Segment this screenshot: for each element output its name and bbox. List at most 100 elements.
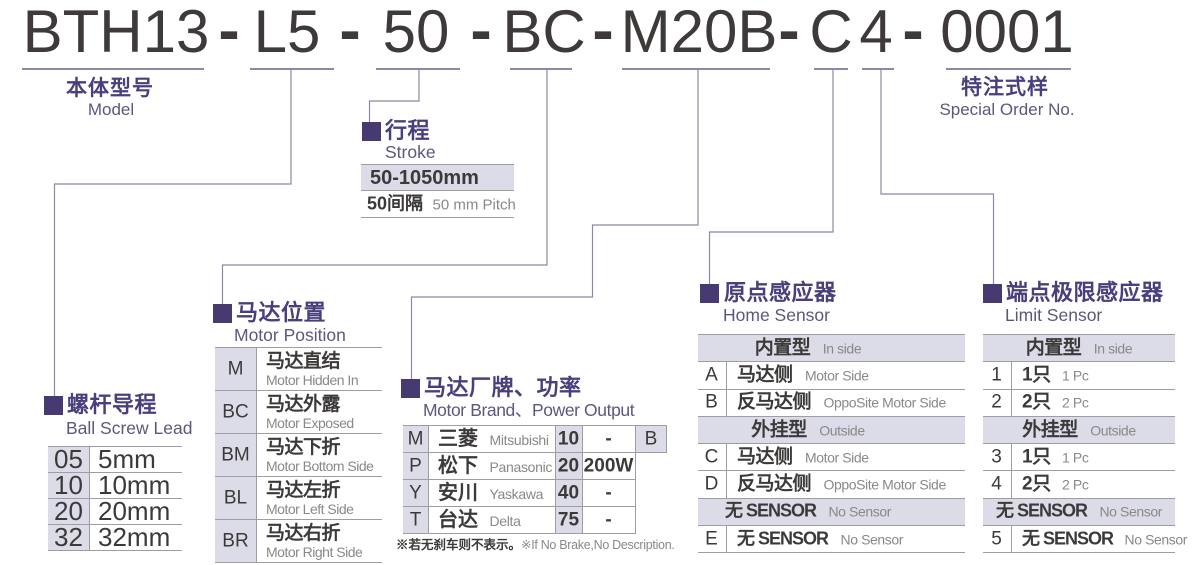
code-separator: - — [339, 0, 361, 66]
stroke-pitch-zh: 50间隔 — [367, 193, 424, 214]
brand-name-zh: 安川 — [438, 481, 478, 504]
note-text-en: ※If No Brake,No Description. — [521, 538, 675, 552]
underline-series — [22, 68, 204, 70]
motor-brand-cell: 安川 Yaskawa — [438, 483, 543, 503]
grid-line-h — [983, 334, 1175, 336]
motor-position-cell: 马达直结 Motor Hidden In — [266, 352, 359, 388]
power-value: - — [605, 428, 612, 449]
special-order-label-zh: 特注式样 — [961, 76, 1049, 99]
underline-motor-brand — [622, 68, 770, 70]
motor-position-code: BM — [221, 444, 250, 465]
motor-brand-cell: 松下 Panasonic — [438, 456, 552, 476]
cell-text-zh: 无 SENSOR — [724, 500, 817, 521]
code-segment-stroke: 50 — [382, 0, 450, 65]
grid-line-h — [403, 479, 636, 481]
underline-limit-sensor — [862, 68, 894, 70]
cell-shade — [698, 415, 965, 443]
cell-text-zh: 无 SENSOR — [995, 500, 1088, 521]
cell-text-en: 1 Pc — [1062, 449, 1089, 465]
code-segment-series: BTH13 — [22, 0, 210, 65]
grid-line-h — [983, 497, 1175, 499]
code-segment-motor-pos: BC — [502, 0, 586, 65]
motor-position-cell: 马达下折 Motor Bottom Side — [266, 437, 374, 474]
section-bullet-icon — [362, 122, 381, 141]
home-sensor-cell: 马达侧 Motor Side — [737, 366, 869, 385]
grid-line-v — [725, 361, 727, 416]
grid-line-h — [983, 524, 1175, 526]
cell-text-zh: 马达侧 — [737, 364, 793, 386]
cell-text-zh: 马达左折 — [266, 480, 341, 501]
limit-sensor-cell: 无 SENSOR No Sensor — [1022, 529, 1187, 548]
grid-line-h — [698, 552, 965, 554]
power-value: - — [605, 482, 612, 503]
grid-line-h — [361, 190, 514, 192]
motor-brand-heading-zh: 马达厂牌、功率 — [424, 375, 582, 400]
grid-line-h — [403, 506, 636, 508]
grid-line-v — [582, 425, 584, 533]
grid-line-h — [698, 497, 965, 499]
cell-text-zh: 2只 — [1022, 473, 1051, 494]
motor-brand-heading-en: Motor Brand、Power Output — [423, 400, 635, 420]
power-value: 200W — [583, 455, 634, 476]
cell-text-zh: 外挂型 — [1022, 419, 1078, 440]
cell-shade — [698, 334, 965, 362]
lead-value: 10mm — [98, 470, 171, 500]
underline-motor-pos — [510, 68, 572, 70]
cell-shade — [983, 415, 1175, 443]
grid-line-h — [983, 552, 1175, 554]
grid-line-v — [1010, 443, 1012, 498]
limit-sensor-heading-zh: 端点极限感应器 — [1006, 280, 1164, 305]
cell-text-en: OppoSite Motor Side — [823, 394, 946, 411]
cell-text-en: 2 Pc — [1062, 476, 1089, 492]
cell-text-en: No Sensor — [840, 531, 904, 547]
code-segment-home-sensor: C — [809, 0, 853, 65]
grid-line-h — [983, 415, 1175, 417]
model-label-en: Model — [87, 100, 135, 119]
grid-line-v — [666, 425, 668, 452]
stroke-range: 50-1050mm — [370, 167, 479, 189]
cell-text-zh: 马达下折 — [266, 437, 341, 458]
grid-line-v — [89, 446, 91, 550]
motor-position-code: BR — [222, 530, 249, 551]
cell-shade — [983, 334, 1175, 362]
brand-name-en: Delta — [489, 512, 521, 529]
limit-sensor-code: 3 — [991, 446, 1002, 467]
cell-text-en: 1 Pc — [1062, 367, 1089, 384]
home-sensor-cell: 无 SENSOR No Sensor — [737, 529, 903, 548]
limit-sensor-group: 无 SENSOR No Sensor — [996, 502, 1162, 521]
brand-name-en: Yaskawa — [489, 485, 544, 502]
brake-note: ※若无刹车则不表示。※If No Brake,No Description. — [396, 538, 675, 553]
stroke-range-cell — [361, 164, 514, 190]
stroke-pitch-en: 50 mm Pitch — [432, 196, 516, 214]
cell-text-en: Motor Left Side — [266, 501, 354, 517]
limit-sensor-group: 内置型 In side — [1026, 339, 1133, 358]
underline-home-sensor — [814, 68, 848, 70]
cell-text-zh: 反马达侧 — [737, 473, 812, 494]
connector-stroke — [368, 70, 420, 122]
cell-text-en: Motor Right Side — [266, 544, 363, 560]
connector-motor-brand — [410, 70, 699, 379]
limit-sensor-heading-en: Limit Sensor — [1005, 305, 1103, 325]
home-sensor-code: C — [704, 446, 719, 467]
home-sensor-group: 外挂型 Outside — [751, 420, 865, 439]
code-separator: - — [470, 0, 492, 66]
home-sensor-code: D — [704, 473, 719, 494]
grid-line-v — [555, 425, 557, 533]
grid-line-h — [403, 533, 636, 535]
cell-text-en: Motor Side — [804, 449, 869, 465]
motor-position-code: BL — [223, 487, 248, 508]
cell-text-zh: 2只 — [1022, 391, 1051, 413]
ball-screw-heading-en: Ball Screw Lead — [66, 418, 193, 438]
cell-text-en: In side — [822, 340, 862, 357]
motor-position-cell: 马达右折 Motor Right Side — [266, 524, 363, 560]
lead-code: 20 — [54, 496, 83, 526]
home-sensor-cell: 反马达侧 OppoSite Motor Side — [737, 474, 946, 493]
grid-line-h — [983, 443, 1175, 445]
grid-line-h — [48, 550, 182, 552]
power-value: - — [605, 509, 612, 530]
grid-line-h — [48, 446, 182, 448]
cell-shade — [698, 497, 965, 525]
power-code: 40 — [557, 482, 580, 503]
cell-text-en: Outside — [1090, 422, 1136, 438]
cell-text-en: 2 Pc — [1062, 394, 1089, 411]
